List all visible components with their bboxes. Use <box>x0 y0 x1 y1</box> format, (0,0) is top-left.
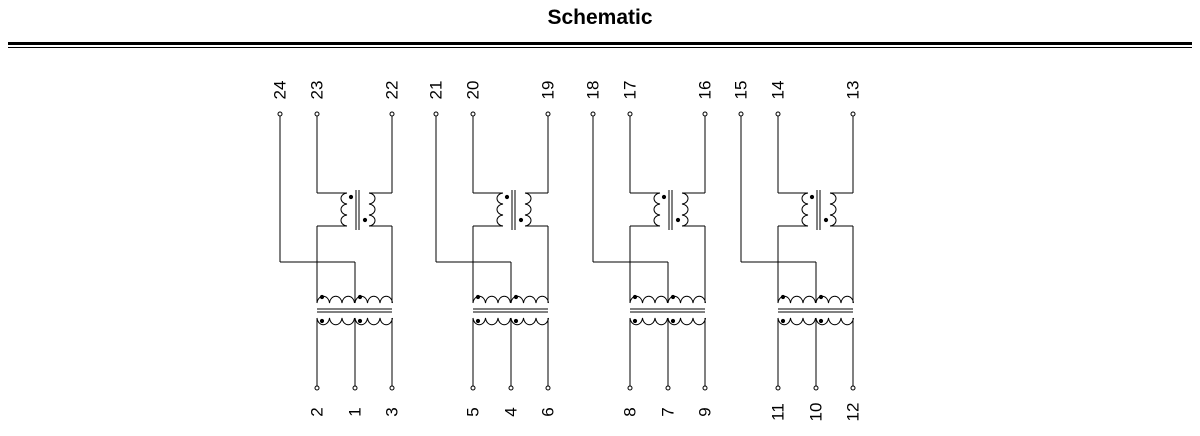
polarity-dot <box>632 318 638 324</box>
polarity-dot <box>632 294 638 300</box>
pin-terminal <box>389 385 395 391</box>
polarity-dot <box>513 318 519 324</box>
polarity-dot <box>362 217 368 223</box>
pin-label: 2 <box>308 407 327 416</box>
coil-winding <box>667 317 706 326</box>
pin-terminal <box>627 111 633 117</box>
pin-terminal <box>665 385 671 391</box>
transformer-channel: 18 17 16 8 7 9 <box>584 81 715 417</box>
pin-label: 20 <box>464 81 483 100</box>
pin-terminal <box>545 111 551 117</box>
pin-terminal <box>775 111 781 117</box>
transformer-channel: 21 20 19 5 4 6 <box>427 81 558 417</box>
coil-winding <box>510 317 549 326</box>
polarity-dot <box>475 318 481 324</box>
pin-label: 8 <box>621 407 640 416</box>
pin-terminal <box>702 385 708 391</box>
pin-terminal <box>813 385 819 391</box>
coil-winding <box>653 192 661 227</box>
coil-winding <box>681 192 689 227</box>
pin-terminal <box>850 385 856 391</box>
page-title: Schematic <box>547 6 653 29</box>
pin-terminal <box>470 385 476 391</box>
polarity-dot <box>823 217 829 223</box>
pin-label: 22 <box>383 81 402 100</box>
coil-winding <box>777 317 816 326</box>
polarity-dot <box>670 294 676 300</box>
pin-terminal <box>433 111 439 117</box>
pin-terminal <box>775 385 781 391</box>
pin-label: 11 <box>769 403 788 421</box>
pin-label: 14 <box>769 81 788 100</box>
pin-label: 13 <box>844 81 863 100</box>
pin-label: 16 <box>696 81 715 100</box>
pin-label: 3 <box>383 407 402 416</box>
pin-terminal <box>352 385 358 391</box>
pin-label: 9 <box>696 407 715 416</box>
polarity-dot <box>518 217 524 223</box>
polarity-dot <box>504 194 510 200</box>
polarity-dot <box>319 294 325 300</box>
pin-terminal <box>508 385 514 391</box>
pin-label: 21 <box>427 81 446 100</box>
pin-label: 5 <box>464 407 483 416</box>
polarity-dot <box>670 318 676 324</box>
polarity-dot <box>809 194 815 200</box>
pin-label: 12 <box>844 403 863 422</box>
coil-winding <box>496 192 504 227</box>
pin-terminal <box>545 385 551 391</box>
polarity-dot <box>513 294 519 300</box>
coil-winding <box>472 317 511 326</box>
polarity-dot <box>675 217 681 223</box>
pin-label: 10 <box>807 403 826 422</box>
pin-label: 23 <box>308 81 327 100</box>
polarity-dot <box>475 294 481 300</box>
coil-winding <box>316 317 355 326</box>
pin-label: 7 <box>659 407 678 416</box>
pin-label: 6 <box>539 407 558 416</box>
polarity-dot <box>357 318 363 324</box>
coil-winding <box>829 192 837 227</box>
pin-terminal <box>314 111 320 117</box>
pin-label: 1 <box>346 407 365 416</box>
polarity-dot <box>818 294 824 300</box>
pin-label: 4 <box>502 407 521 416</box>
coil-winding <box>368 192 376 227</box>
polarity-dot <box>348 194 354 200</box>
coil-winding <box>340 192 348 227</box>
pin-terminal <box>702 111 708 117</box>
pin-label: 15 <box>732 81 751 100</box>
polarity-dot <box>357 294 363 300</box>
pin-terminal <box>738 111 744 117</box>
coil-winding <box>801 192 809 227</box>
title-rule-thin <box>8 47 1192 48</box>
coil-winding <box>629 317 668 326</box>
coil-winding <box>524 192 532 227</box>
polarity-dot <box>818 318 824 324</box>
title-rule-thick <box>8 42 1192 45</box>
transformer-channel: 15 14 13 11 10 12 <box>732 81 863 422</box>
pin-terminal <box>389 111 395 117</box>
pin-terminal <box>627 385 633 391</box>
pin-label: 19 <box>539 81 558 100</box>
pin-terminal <box>277 111 283 117</box>
pin-terminal <box>470 111 476 117</box>
coil-winding <box>815 317 854 326</box>
coil-winding <box>354 317 393 326</box>
polarity-dot <box>661 194 667 200</box>
pin-terminal <box>314 385 320 391</box>
polarity-dot <box>319 318 325 324</box>
pin-label: 24 <box>271 81 290 100</box>
polarity-dot <box>780 294 786 300</box>
polarity-dot <box>780 318 786 324</box>
pin-label: 18 <box>584 81 603 100</box>
pin-terminal <box>590 111 596 117</box>
pin-terminal <box>850 111 856 117</box>
pin-label: 17 <box>621 81 640 100</box>
